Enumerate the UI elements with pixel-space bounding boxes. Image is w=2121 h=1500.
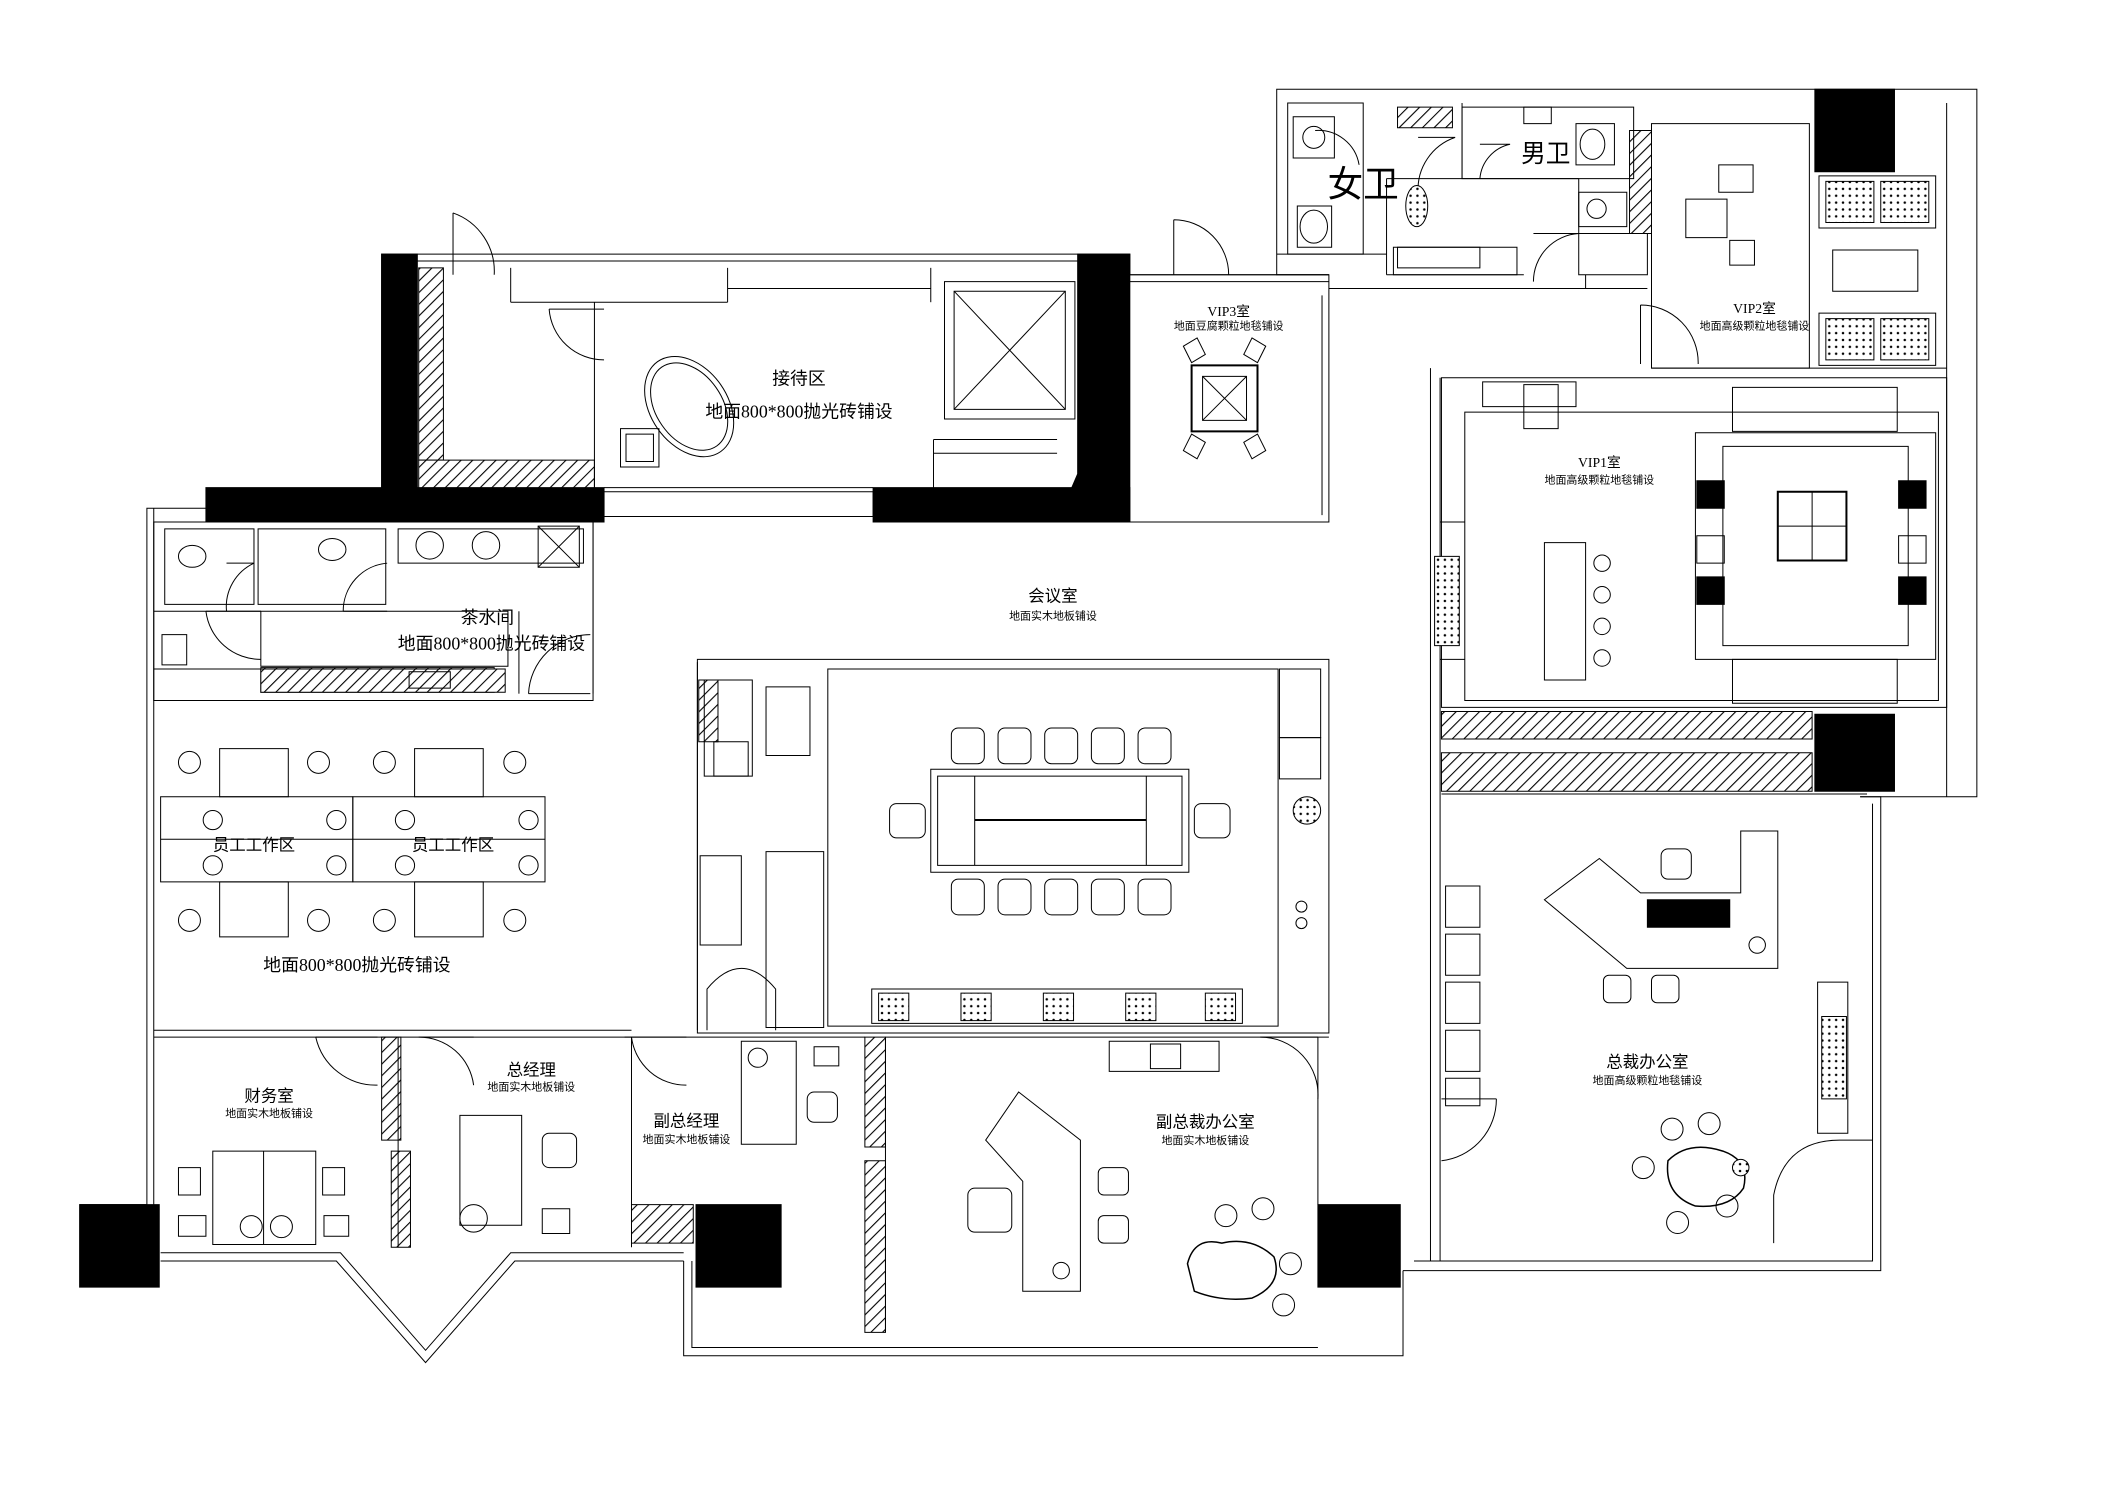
tea-room-label: 茶水间 [461, 608, 515, 628]
deputy-gm-label: 副总经理 [653, 1111, 719, 1130]
vip1-furniture [1435, 382, 1936, 703]
vip1-floor-label: 地面高级颗粒地毯铺设 [1545, 473, 1655, 487]
president-office-floor-label: 地面高级颗粒地毯铺设 [1593, 1073, 1703, 1087]
meeting-room-floor-label: 地面实木地板铺设 [1009, 609, 1097, 623]
doors [206, 130, 1698, 1160]
staff-area-floor-label: 地面800*800抛光砖铺设 [263, 955, 450, 975]
vip1-label: VIP1室 [1578, 454, 1621, 470]
finance-furniture [178, 1151, 348, 1244]
staff-area-1-label: 员工工作区 [213, 835, 295, 854]
hatched-walls [261, 130, 1812, 1332]
vip3-label: VIP3室 [1207, 303, 1250, 319]
deputy-gm-floor-label: 地面实木地板铺设 [643, 1132, 731, 1146]
reception-label: 接待区 [772, 369, 826, 389]
deputy-gm-furniture [748, 1047, 839, 1123]
reception-floor-label: 地面800*800抛光砖铺设 [705, 402, 892, 422]
tea-counter [261, 669, 505, 692]
vip2-label: VIP2室 [1733, 300, 1776, 316]
vip3-floor-label: 地面豆腐颗粒地毯铺设 [1174, 319, 1284, 333]
room-labels: 女卫 男卫 VIP3室 地面豆腐颗粒地毯铺设 VIP2室 地面高级颗粒地毯铺设 … [213, 141, 1810, 1147]
tea-room-floor-label: 地面800*800抛光砖铺设 [398, 634, 585, 654]
mens-wc-label: 男卫 [1521, 141, 1570, 168]
reception-furniture [621, 340, 753, 474]
finance-floor-label: 地面实木地板铺设 [225, 1106, 313, 1120]
interior-walls [154, 103, 1947, 1332]
restroom-fixtures [162, 107, 1627, 665]
vip2-floor-label: 地面高级颗粒地毯铺设 [1700, 319, 1810, 333]
meeting-room-label: 会议室 [1028, 587, 1077, 606]
meeting-table [872, 728, 1321, 1023]
staff-area-2-label: 员工工作区 [412, 835, 494, 854]
vip3-furniture [1183, 338, 1265, 459]
gm-label: 总经理 [507, 1061, 556, 1080]
president-office-furniture [1446, 831, 1847, 1233]
vp-office-furniture [968, 1041, 1302, 1316]
womens-wc-label: 女卫 [1328, 164, 1399, 204]
staff-workstations [161, 749, 545, 937]
structural-columns [80, 89, 1895, 1287]
finance-label: 财务室 [244, 1087, 293, 1106]
vip2-furniture [1686, 165, 1936, 366]
gm-floor-label: 地面实木地板铺设 [487, 1080, 575, 1094]
vp-office-floor-label: 地面实木地板铺设 [1161, 1133, 1249, 1147]
gm-furniture [460, 1115, 577, 1233]
vp-office-label: 副总裁办公室 [1156, 1113, 1255, 1132]
president-office-label: 总裁办公室 [1606, 1052, 1688, 1071]
